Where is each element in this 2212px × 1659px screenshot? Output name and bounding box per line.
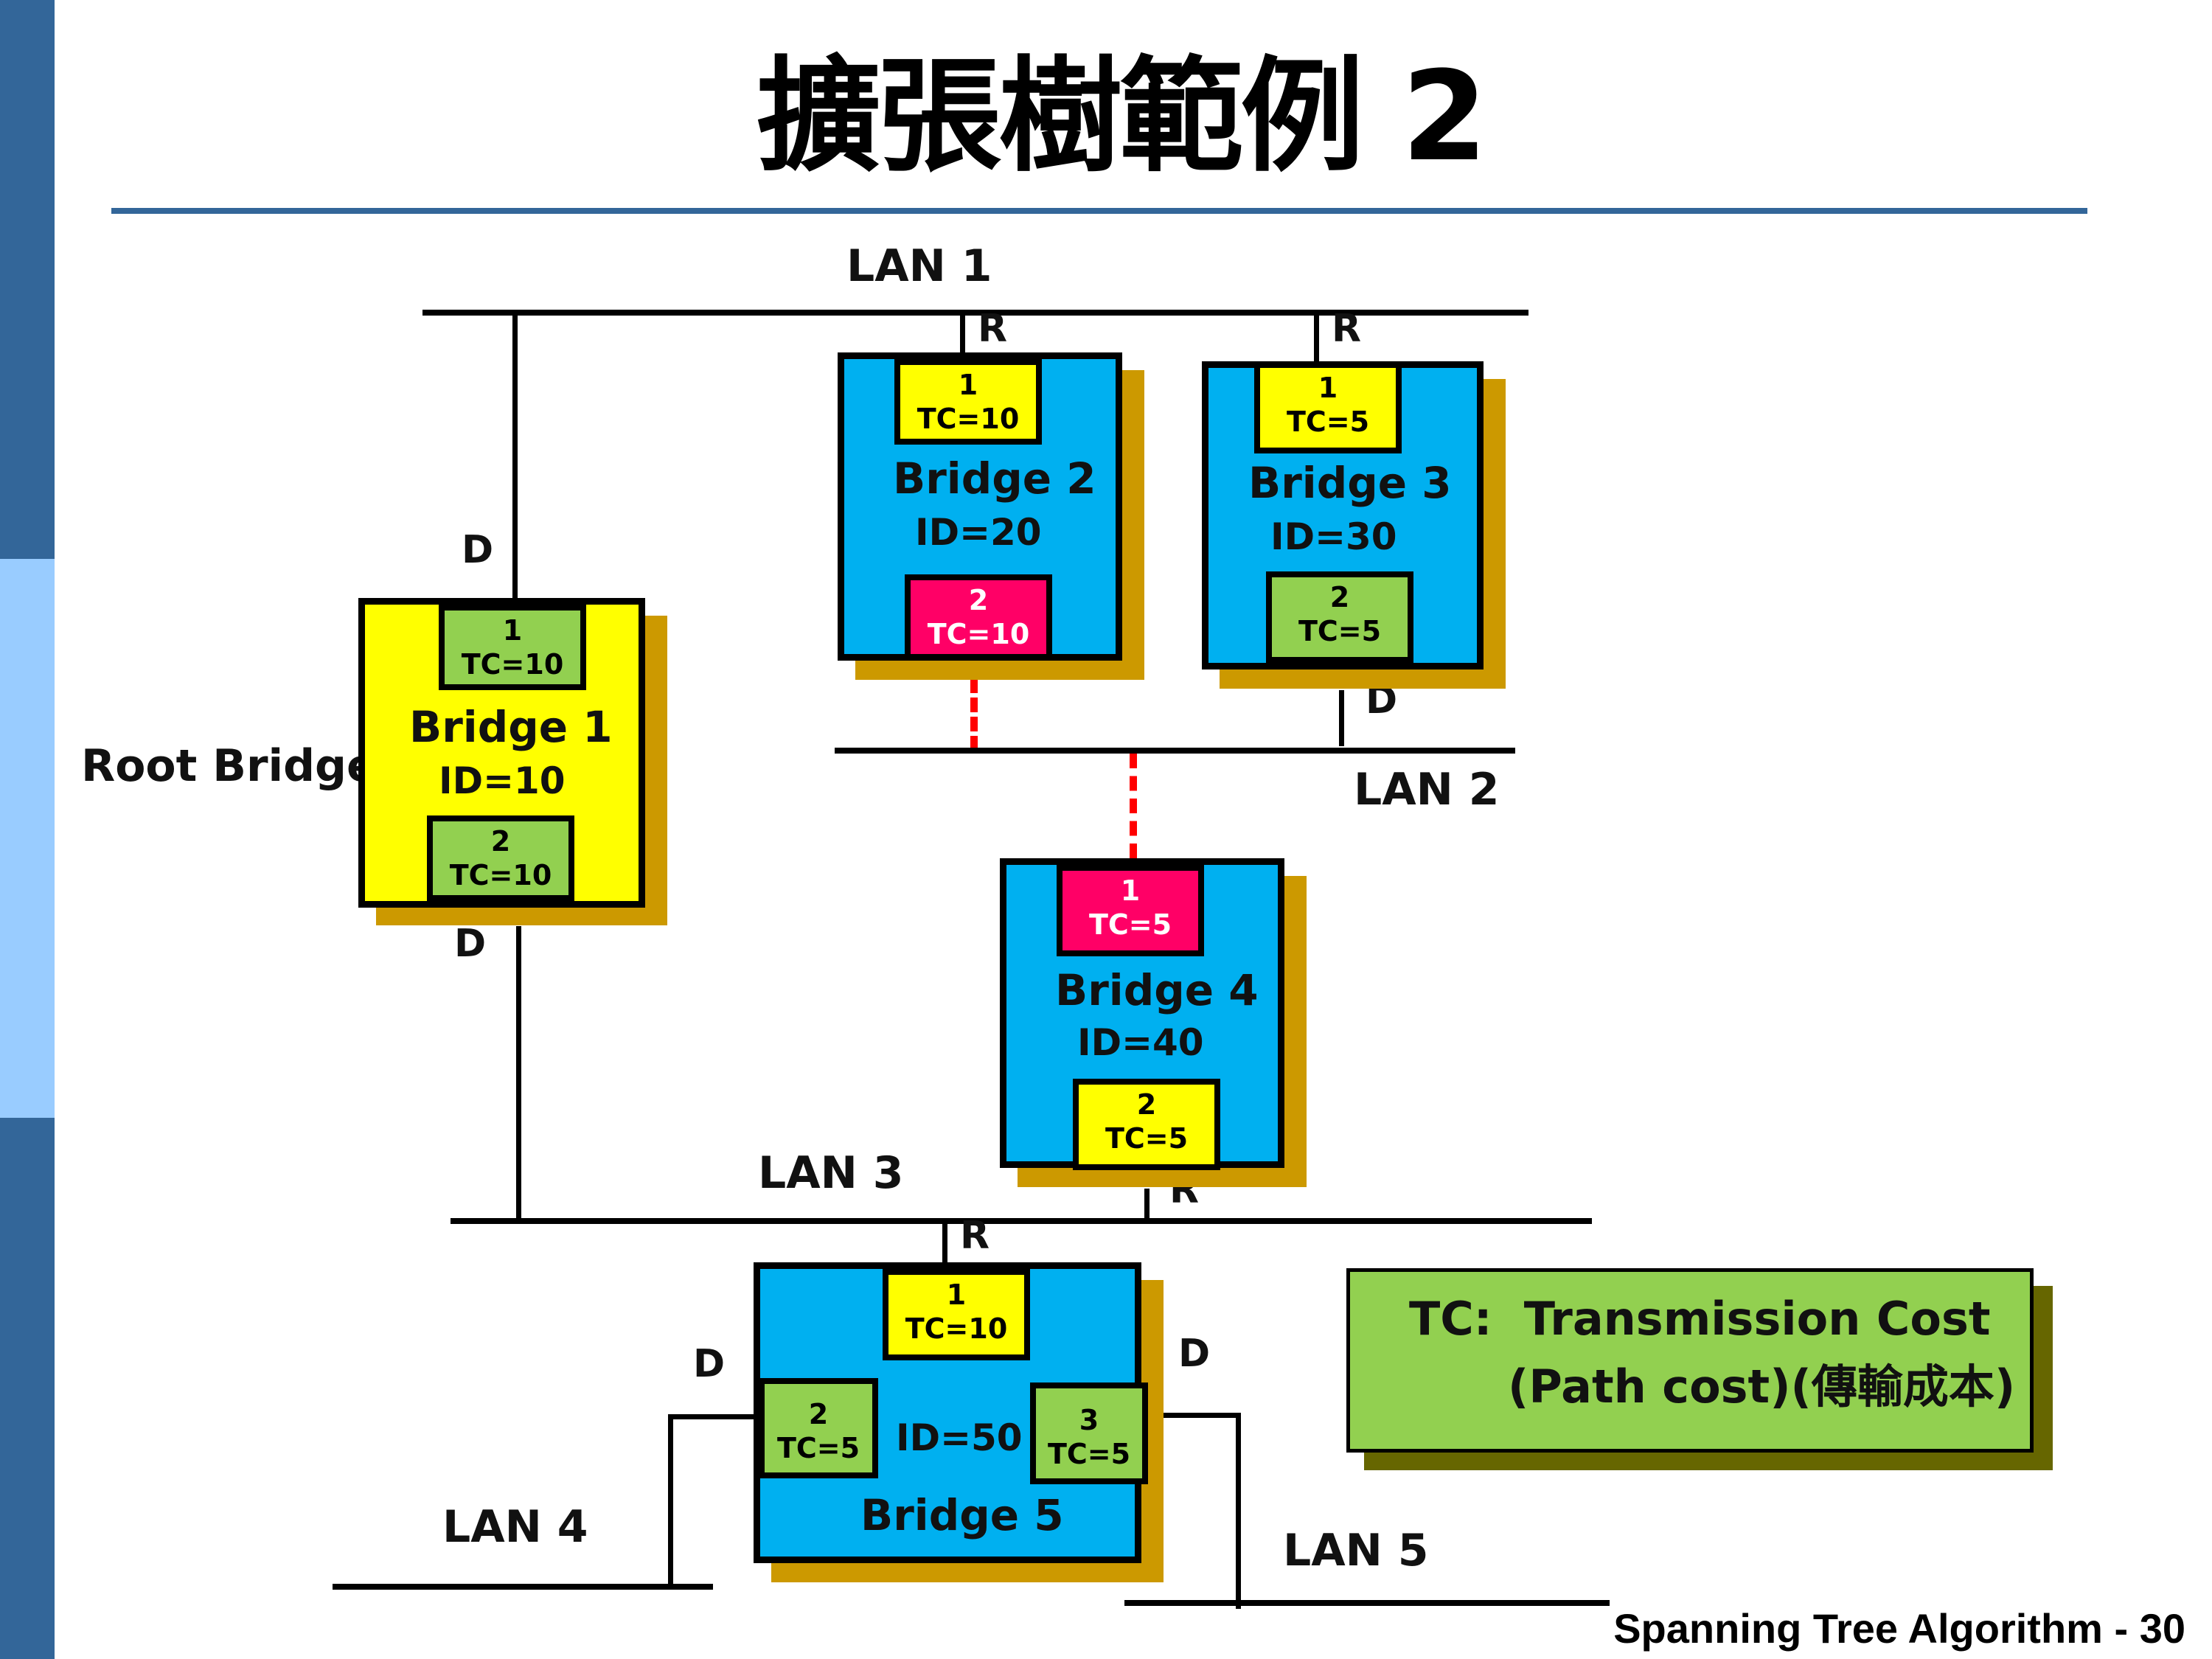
slide-title: 擴張樹範例 2	[757, 44, 1487, 189]
bridge3-port1[interactable]: 1 TC=5	[1254, 362, 1402, 453]
bridge3-name: Bridge 3	[1248, 458, 1452, 508]
port-cost: TC=5	[1286, 406, 1370, 438]
port-cost: TC=5	[1088, 908, 1172, 941]
lan5-label: LAN 5	[1283, 1525, 1429, 1576]
lan5-segment	[1124, 1600, 1610, 1606]
bridge3-port2[interactable]: 2 TC=5	[1266, 571, 1413, 663]
bridge1-port2-role: D	[454, 922, 487, 966]
link-lan1-bridge1	[512, 313, 518, 602]
bridge1-port1[interactable]: 1 TC=10	[439, 605, 586, 690]
link-bridge5-lan5-h	[1143, 1413, 1240, 1418]
link-bridge4-lan3	[1144, 1189, 1150, 1218]
port-cost: TC=10	[461, 648, 564, 681]
port-cost: TC=10	[905, 1312, 1008, 1345]
bridge3-port1-role: R	[1332, 307, 1362, 351]
link-bridge3-lan2	[1339, 690, 1344, 746]
bridge5-port2[interactable]: 2 TC=5	[759, 1378, 878, 1478]
port-number: 2	[1329, 581, 1350, 613]
legend-line2: (Path cost)(傳輸成本)	[1508, 1360, 2016, 1413]
legend-line1: TC: Transmission Cost	[1409, 1292, 1991, 1346]
sidebar-band-top	[0, 0, 55, 559]
link-lan3-bridge5	[942, 1221, 947, 1264]
bridge2-name: Bridge 2	[893, 453, 1096, 504]
bridge2-port2-blocked[interactable]: 2 TC=10	[905, 574, 1052, 660]
port-number: 1	[1318, 372, 1338, 404]
bridge4-id: ID=40	[1077, 1021, 1204, 1064]
port-number: 1	[958, 369, 978, 401]
link-bridge1-lan3	[516, 926, 521, 1221]
slide-footer: Spanning Tree Algorithm - 30	[1613, 1605, 2185, 1652]
port-number: 1	[502, 614, 523, 647]
bridge1-name: Bridge 1	[409, 702, 613, 752]
bridge2-port1-role: R	[978, 307, 1008, 351]
bridge5-port1[interactable]: 1 TC=10	[883, 1269, 1030, 1360]
port-cost: TC=10	[917, 403, 1020, 435]
lan4-label: LAN 4	[442, 1501, 588, 1553]
bridge5-port2-role: D	[693, 1342, 726, 1386]
link-lan1-bridge2	[960, 313, 965, 354]
port-number: 1	[1120, 874, 1141, 907]
bridge5-port3[interactable]: 3 TC=5	[1030, 1382, 1148, 1484]
bridge2-id: ID=20	[915, 511, 1042, 554]
bridge5-port3-role: D	[1178, 1332, 1211, 1376]
bridge4-port1-blocked[interactable]: 1 TC=5	[1057, 865, 1204, 956]
root-bridge-label: Root Bridge	[81, 740, 377, 792]
port-number: 2	[490, 825, 511, 858]
bridge3[interactable]: 1 TC=5 Bridge 3 ID=30 2 TC=5	[1202, 361, 1484, 669]
link-bridge5-lan5-v	[1236, 1413, 1241, 1609]
legend-box: TC: Transmission Cost (Path cost)(傳輸成本)	[1346, 1268, 2034, 1453]
sidebar-band-bottom	[0, 1118, 55, 1659]
link-lan2-bridge4-blocked	[1130, 754, 1137, 858]
bridge2[interactable]: 1 TC=10 Bridge 2 ID=20 2 TC=10	[838, 352, 1122, 661]
lan2-label: LAN 2	[1354, 764, 1500, 815]
lan1-segment	[422, 310, 1528, 316]
port-cost: TC=5	[1298, 615, 1382, 647]
lan3-label: LAN 3	[758, 1147, 904, 1199]
port-number: 1	[946, 1279, 967, 1311]
port-number: 2	[808, 1398, 829, 1430]
bridge2-port1[interactable]: 1 TC=10	[894, 359, 1042, 445]
title-divider	[111, 208, 2087, 214]
lan3-segment	[451, 1218, 1592, 1224]
lan4-segment	[333, 1584, 713, 1590]
bridge1[interactable]: 1 TC=10 Bridge 1 ID=10 2 TC=10	[358, 598, 645, 908]
port-cost: TC=5	[1105, 1122, 1189, 1155]
port-cost: TC=10	[449, 859, 552, 891]
bridge4-port2[interactable]: 2 TC=5	[1073, 1079, 1220, 1170]
bridge4[interactable]: 1 TC=5 Bridge 4 ID=40 2 TC=5	[1000, 858, 1284, 1170]
link-bridge2-lan2-blocked	[970, 659, 978, 751]
lan2-segment	[835, 748, 1515, 754]
lan1-label: LAN 1	[846, 240, 992, 292]
bridge5-name: Bridge 5	[860, 1490, 1064, 1540]
link-bridge5-lan4-v	[668, 1414, 673, 1588]
bridge1-id: ID=10	[439, 759, 566, 802]
link-bridge5-lan4-h	[668, 1414, 757, 1419]
bridge4-name: Bridge 4	[1055, 965, 1259, 1015]
link-lan1-bridge3	[1314, 313, 1319, 363]
port-number: 3	[1079, 1404, 1099, 1436]
bridge5-id: ID=50	[896, 1416, 1023, 1459]
bridge5[interactable]: 1 TC=10 2 TC=5 ID=50 3 TC=5 Bridge 5	[754, 1262, 1148, 1563]
port-number: 2	[968, 584, 989, 616]
port-cost: TC=5	[1047, 1438, 1131, 1470]
bridge1-port2[interactable]: 2 TC=10	[427, 815, 574, 901]
port-cost: TC=5	[776, 1432, 860, 1464]
port-cost: TC=10	[927, 618, 1030, 650]
sidebar-band-middle	[0, 559, 55, 1118]
bridge1-port1-role: D	[462, 528, 494, 572]
bridge5-port1-role: R	[960, 1214, 990, 1258]
port-number: 2	[1136, 1088, 1157, 1121]
bridge3-id: ID=30	[1270, 515, 1397, 558]
